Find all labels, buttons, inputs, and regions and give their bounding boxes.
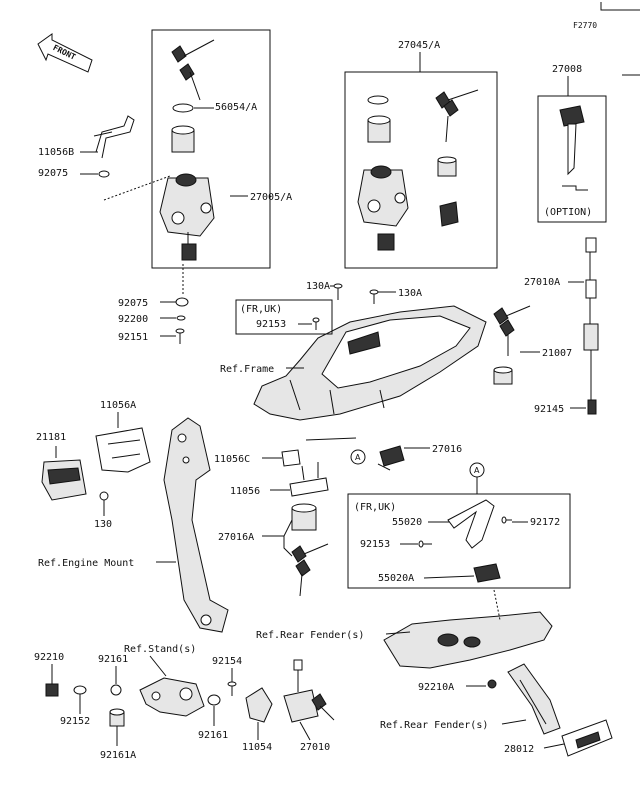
- lock-27016: 27016: [377, 444, 462, 471]
- bracket-11056B: 11056B 92075: [38, 115, 171, 201]
- key-pair-icon-3: [493, 305, 531, 356]
- ref-marker-A-right: A: [469, 462, 485, 494]
- washer-92161-left: [110, 684, 122, 696]
- bolt-head-130: [99, 491, 109, 501]
- part-21007: 21007: [542, 348, 572, 359]
- ref-marker-text-right: A: [474, 466, 480, 475]
- nut-icon: [98, 170, 110, 178]
- option-label: (OPTION): [544, 207, 592, 218]
- lock-27010: [283, 689, 319, 723]
- washer-92161-right: [207, 694, 221, 706]
- fr-uk-box-top: (FR,UK) 92153: [235, 299, 333, 335]
- ref-marker-A-left: A: [350, 449, 366, 465]
- option-key-group: 27008 (OPTION): [537, 64, 607, 223]
- stand-parts: 92210 92152 92161 92161A Ref.Stand(s) 92…: [34, 644, 335, 761]
- part-27045A: 27045/A: [398, 40, 440, 51]
- switch-11054: [245, 687, 273, 723]
- lock-bracket-group: 11056C 11056 27016A: [214, 437, 357, 597]
- part-11054: 11054: [242, 742, 272, 753]
- ref-frame-label: Ref.Frame: [220, 364, 274, 375]
- part-130: 130: [94, 519, 112, 530]
- part-92172: 92172: [530, 517, 560, 528]
- ref-engine-mount-label: Ref.Engine Mount: [38, 558, 134, 569]
- rear-fender-drawing: Ref.Rear Fender(s): [256, 589, 553, 669]
- part-92075-top: 92075: [38, 168, 68, 179]
- ref-rear-fender-label-1: Ref.Rear Fender(s): [256, 630, 364, 641]
- part-28012: 28012: [504, 744, 534, 755]
- group-box-27045: [344, 71, 498, 269]
- part-21181: 21181: [36, 432, 66, 443]
- engine-mount: Ref.Engine Mount: [38, 417, 229, 633]
- part-27010: 27010: [300, 742, 330, 753]
- switch-body-icon: [159, 173, 215, 261]
- washer-icon-2: [367, 95, 389, 105]
- connector-27010: [293, 659, 303, 671]
- figure-code: F2770: [573, 21, 597, 30]
- part-92210: 92210: [34, 652, 64, 663]
- frame-drawing: Ref.Frame: [220, 305, 487, 421]
- ref-marker-text-left: A: [355, 453, 361, 462]
- fastener-stack: 92075 92200 92151: [118, 264, 189, 344]
- front-arrow: FRONT: [37, 33, 93, 73]
- bracket-11056A: 11056A 21181 130: [36, 400, 151, 530]
- part-11056B: 11056B: [38, 147, 74, 158]
- cylinder-set-group: 27045/A: [344, 40, 498, 269]
- part-92161-right: 92161: [198, 730, 228, 741]
- ref-rear-fender-label-2: Ref.Rear Fender(s): [380, 720, 488, 731]
- washer-icon: [172, 103, 194, 113]
- part-92152: 92152: [60, 716, 90, 727]
- harness-27010A: 27010A 21007 92145: [520, 237, 599, 415]
- nut-icon-2: [175, 297, 189, 307]
- part-92154: 92154: [212, 656, 242, 667]
- part-11056A: 11056A: [100, 400, 136, 411]
- part-27008: 27008: [552, 64, 582, 75]
- key-icon: [559, 105, 585, 127]
- fr-uk-label-top: (FR,UK): [240, 304, 282, 315]
- part-27016: 27016: [432, 444, 462, 455]
- part-27016A: 27016A: [218, 532, 254, 543]
- part-27010A: 27010A: [524, 277, 560, 288]
- part-130A-left: 130A: [306, 281, 330, 292]
- ref-stand-label: Ref.Stand(s): [124, 644, 196, 655]
- washer-92152: [73, 685, 87, 695]
- group-box-27005: [151, 29, 271, 269]
- nut-92210: [45, 683, 59, 697]
- stand-bracket: [139, 677, 205, 717]
- part-92153-bottom: 92153: [360, 539, 390, 550]
- part-27005A: 27005/A: [250, 192, 292, 203]
- part-92210A: 92210A: [418, 682, 454, 693]
- part-56054A: 56054/A: [215, 102, 257, 113]
- part-92161A: 92161A: [100, 750, 136, 761]
- part-92153-top: 92153: [256, 319, 286, 330]
- key-pair-icon: [171, 39, 215, 101]
- part-11056: 11056: [230, 486, 260, 497]
- part-92161-left: 92161: [98, 654, 128, 665]
- lock-55020A: [473, 563, 501, 583]
- part-92200: 92200: [118, 314, 148, 325]
- license-bracket: 92210A Ref.Rear Fender(s) 28012: [380, 663, 613, 757]
- leader-to-A: [305, 437, 357, 441]
- key-icon-27016A: [291, 545, 307, 563]
- lock-insert-icon: [439, 201, 459, 227]
- washer-icon-3: [176, 315, 186, 321]
- part-130A-right: 130A: [398, 288, 422, 299]
- fr-uk-box-bottom: (FR,UK) 55020 92172 92153 55020A: [347, 493, 571, 589]
- fr-uk-label-bottom: (FR,UK): [354, 502, 396, 513]
- corner-mark: [600, 2, 640, 11]
- part-92075-bottom: 92075: [118, 298, 148, 309]
- ignition-switch-group: 56054/A 27005/A: [151, 29, 292, 269]
- bracket-55020: [447, 499, 495, 549]
- key-pair-icon-2: [435, 89, 479, 143]
- part-55020A: 55020A: [378, 573, 414, 584]
- part-55020: 55020: [392, 517, 422, 528]
- switch-body-icon-2: [357, 165, 409, 251]
- group-box-27008: [537, 95, 607, 223]
- part-11056C: 11056C: [214, 454, 250, 465]
- part-92145: 92145: [534, 404, 564, 415]
- nut-92210A: [487, 679, 497, 689]
- part-92151: 92151: [118, 332, 148, 343]
